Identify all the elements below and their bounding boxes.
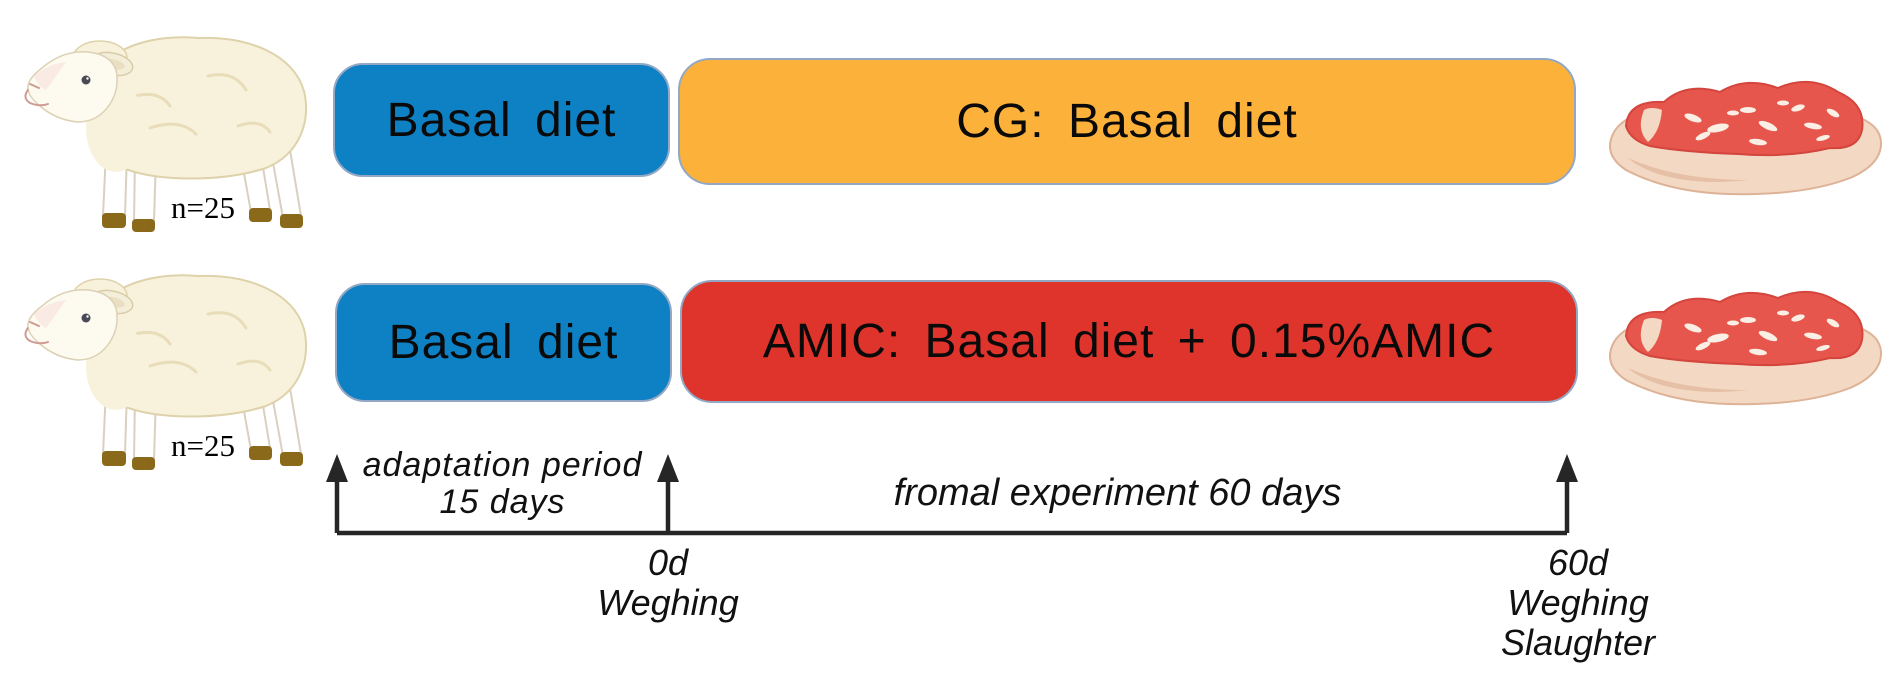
adaptation-period-label: adaptation period 15 days (362, 446, 643, 521)
cg-diet-box: CG: Basal diet (678, 58, 1576, 185)
sheep-count-label: n=25 (171, 190, 235, 225)
basal-diet-label: Basal diet (388, 316, 619, 369)
meat-icon (1609, 290, 1883, 406)
basal-diet-label: Basal diet (386, 93, 617, 147)
basal-diet-box-amic: Basal diet (335, 283, 672, 402)
basal-diet-box-cg: Basal diet (333, 63, 670, 177)
amic-diet-label: AMIC: Basal diet + 0.15%AMIC (762, 315, 1496, 368)
timeline-axis (326, 454, 1578, 536)
sheep-amic-group: n=25 (8, 244, 313, 470)
sheep-icon (24, 274, 308, 470)
meat-icon (1609, 80, 1883, 196)
formal-experiment-label: fromal experiment 60 days (893, 472, 1342, 514)
up-arrow-icon (326, 454, 348, 482)
timeline-tick-0d: 0d Weghing (597, 542, 739, 623)
cg-diet-label: CG: Basal diet (956, 95, 1298, 148)
sheep-icon (24, 36, 308, 232)
amic-diet-box: AMIC: Basal diet + 0.15%AMIC (680, 280, 1578, 403)
timeline-tick-60d: 60d Weghing Slaughter (1500, 542, 1656, 663)
up-arrow-icon (657, 454, 679, 482)
sheep-count-label: n=25 (171, 428, 235, 463)
up-arrow-icon (1556, 454, 1578, 482)
sheep-cg-group: n=25 (8, 6, 313, 232)
